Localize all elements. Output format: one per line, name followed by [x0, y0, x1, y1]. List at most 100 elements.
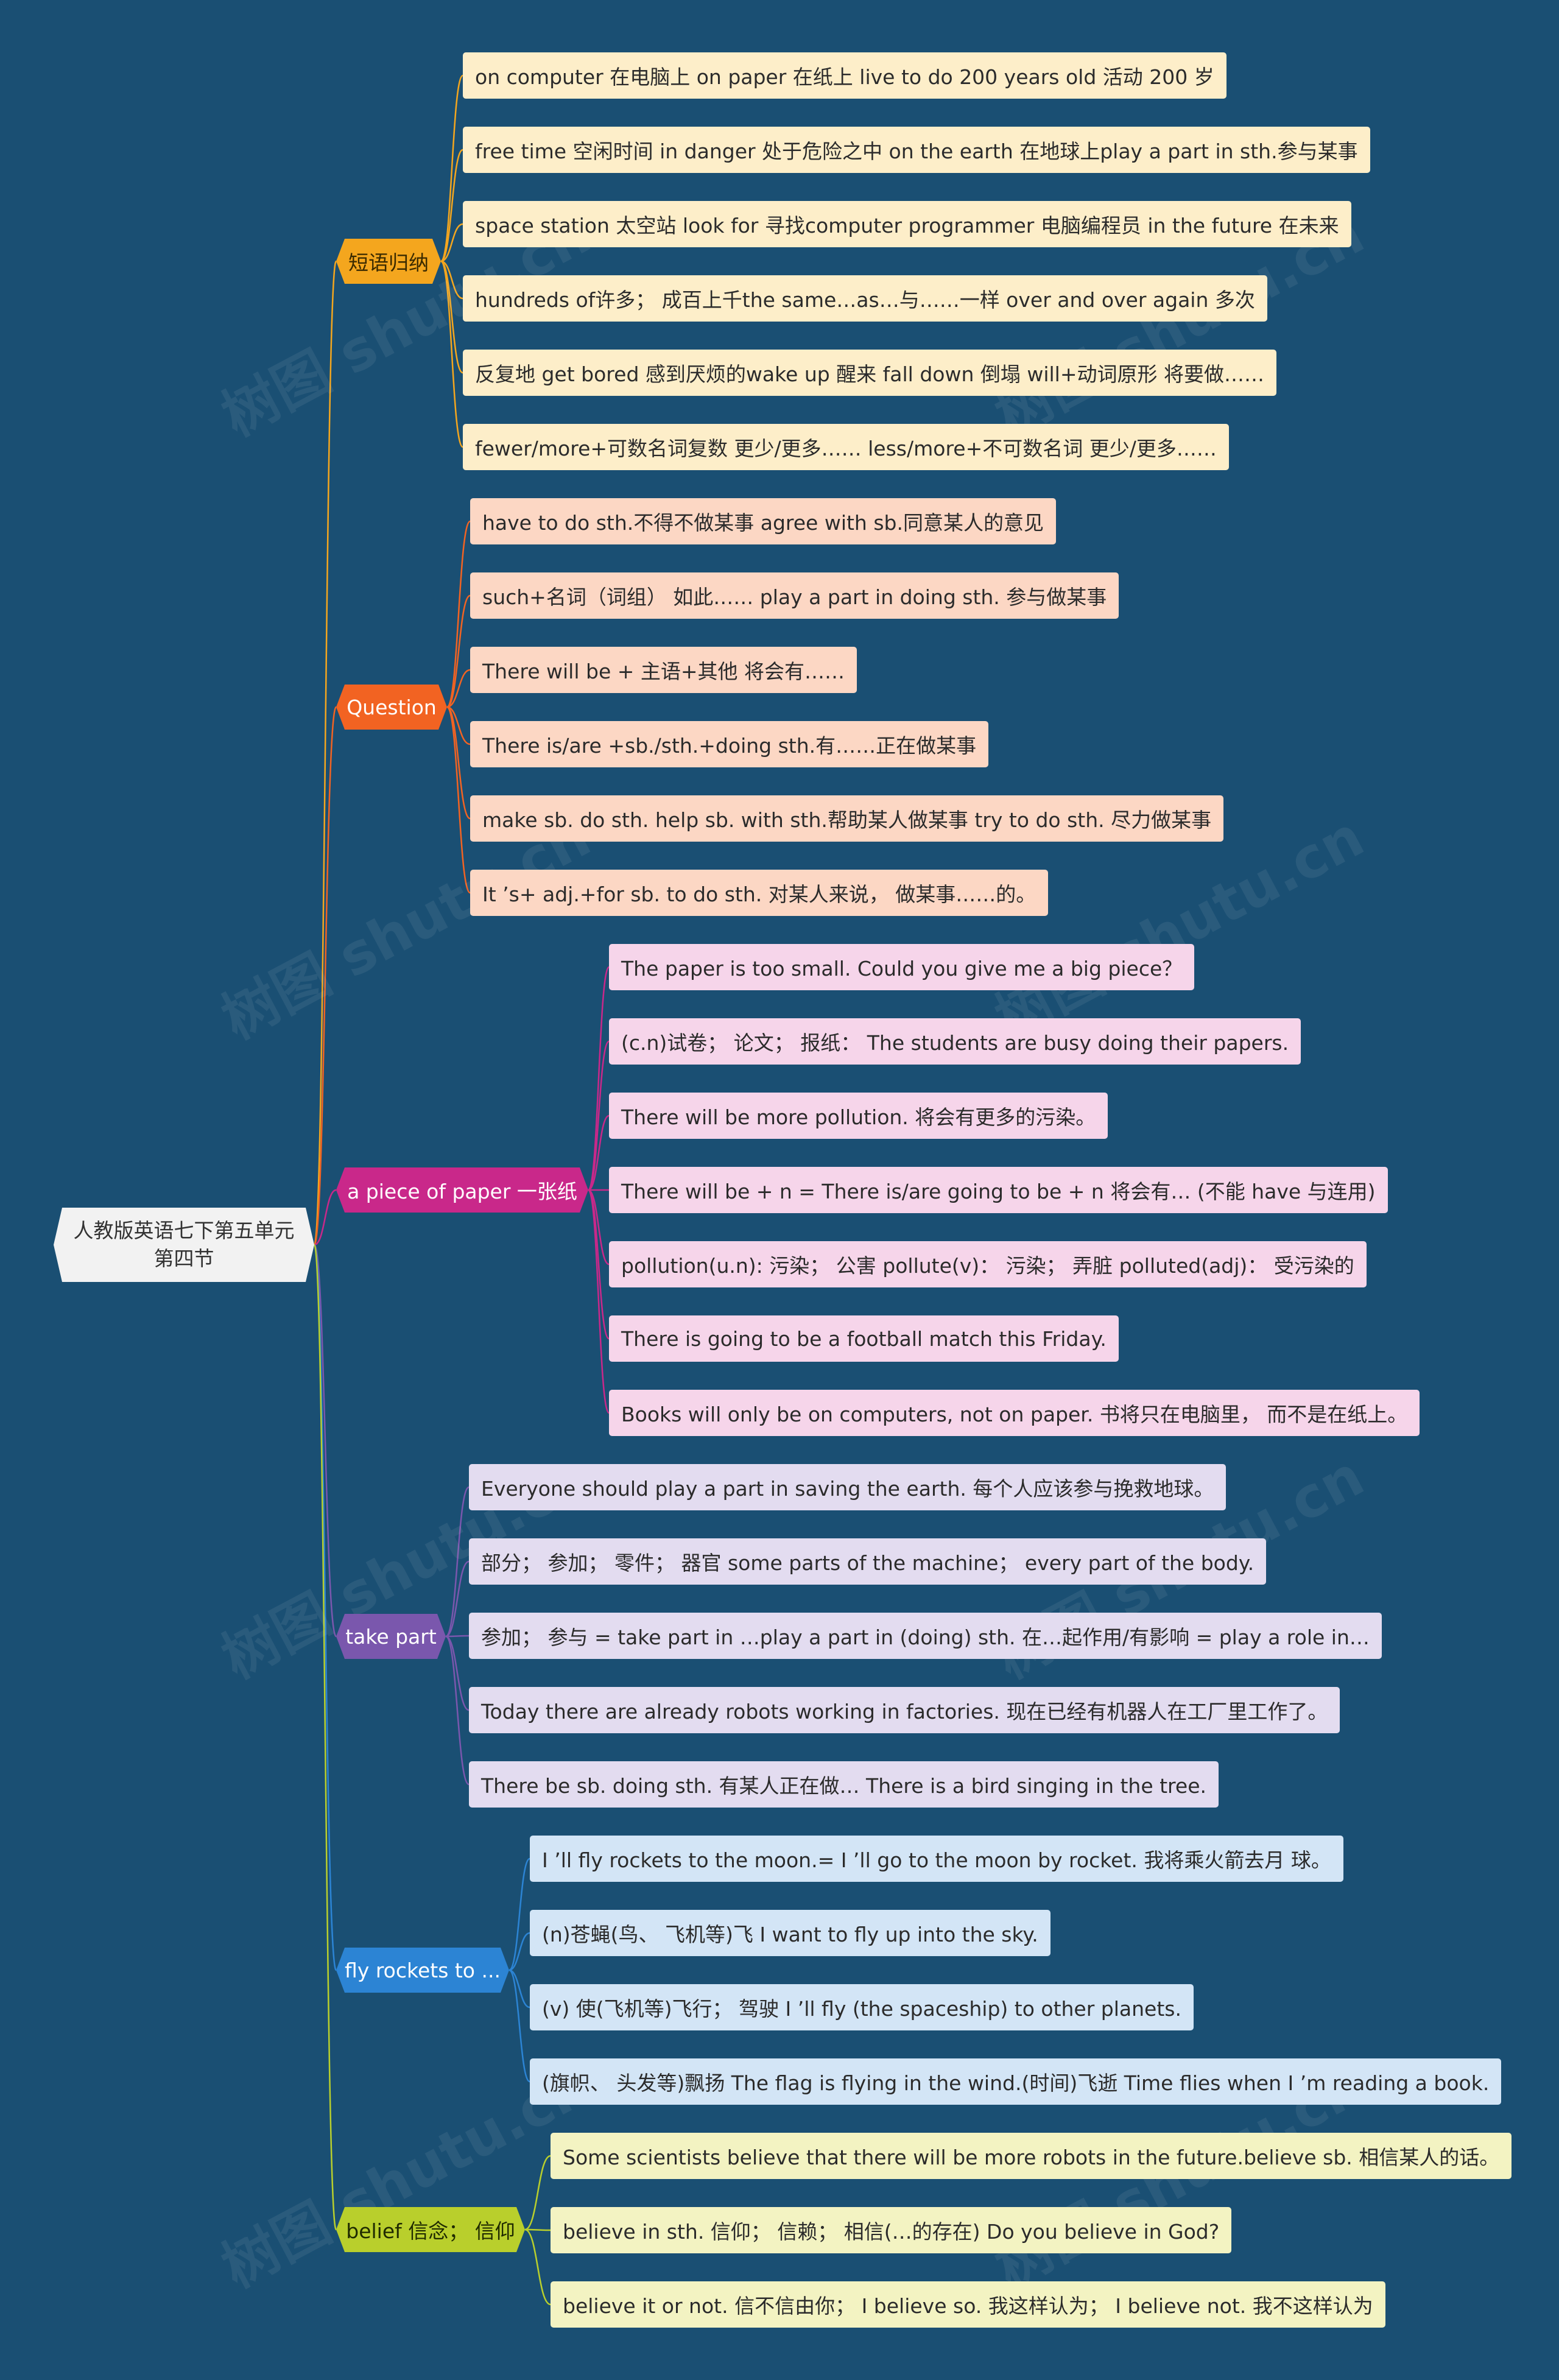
leaf-text: such+名词（词组） 如此…… play a part in doing st… — [482, 585, 1107, 609]
branch-leaf-link — [440, 149, 463, 262]
leaf-phrase-4[interactable]: hundreds of许多； 成百上千the same…as…与……一样 ove… — [463, 275, 1267, 322]
leaf-text: 参加； 参与 = take part in …play a part in (d… — [481, 1625, 1370, 1649]
branch-leaf-link — [440, 260, 464, 448]
branch-piece-of-paper[interactable]: a piece of paper 一张纸 — [336, 1167, 588, 1213]
leaf-paper-6[interactable]: There is going to be a football match th… — [609, 1315, 1119, 1362]
branch-leaf-link — [587, 966, 610, 1191]
leaf-text: There will be + 主语+其他 将会有…… — [482, 660, 845, 683]
leaf-belief-2[interactable]: believe in sth. 信仰； 信赖； 相信(…的存在) Do you … — [551, 2207, 1232, 2253]
root-topic[interactable]: 人教版英语七下第五单元第四节 — [54, 1208, 314, 1282]
root-branch-link — [314, 1189, 337, 1246]
leaf-text: (c.n)试卷； 论文； 报纸： The students are busy d… — [621, 1031, 1289, 1055]
leaf-fly-2[interactable]: (n)苍蝇(鸟、 飞机等)飞 I want to fly up into the… — [530, 1910, 1050, 1956]
leaf-paper-3[interactable]: There will be more pollution. 将会有更多的污染。 — [609, 1093, 1108, 1139]
branch-leaf-link — [445, 1486, 470, 1638]
leaf-question-2[interactable]: such+名词（词组） 如此…… play a part in doing st… — [470, 572, 1119, 619]
branch-leaf-link — [446, 706, 471, 820]
branch-leaf-link — [509, 1857, 530, 1971]
branch-leaf-link — [588, 1114, 610, 1191]
branch-belief[interactable]: belief 信念； 信仰 — [336, 2207, 525, 2252]
leaf-takepart-3[interactable]: 参加； 参与 = take part in …play a part in (d… — [469, 1613, 1382, 1659]
leaf-phrase-1[interactable]: on computer 在电脑上 on paper 在纸上 live to do… — [463, 52, 1226, 99]
leaf-takepart-5[interactable]: There be sb. doing sth. 有某人正在做… There is… — [469, 1761, 1219, 1808]
leaf-text: pollution(u.n): 污染； 公害 pollute(v)： 污染； 弄… — [621, 1254, 1354, 1278]
branch-label: take part — [345, 1624, 437, 1649]
leaf-fly-1[interactable]: I ’ll fly rockets to the moon.= I ’ll go… — [530, 1836, 1343, 1882]
leaf-text: (n)苍蝇(鸟、 飞机等)飞 I want to fly up into the… — [542, 1923, 1038, 1946]
branch-label: 短语归纳 — [348, 251, 429, 275]
root-branch-link — [313, 1244, 337, 2231]
leaf-text: fewer/more+可数名词复数 更少/更多…… less/more+不可数名… — [475, 437, 1217, 460]
leaf-text: There is going to be a football match th… — [621, 1326, 1107, 1351]
leaf-text: Today there are already robots working i… — [481, 1700, 1328, 1723]
leaf-text: on computer 在电脑上 on paper 在纸上 live to do… — [475, 65, 1214, 89]
leaf-fly-4[interactable]: (旗帜、 头发等)飘扬 The flag is flying in the wi… — [530, 2058, 1502, 2105]
leaf-phrase-6[interactable]: fewer/more+可数名词复数 更少/更多…… less/more+不可数名… — [463, 424, 1229, 470]
leaf-question-6[interactable]: It ’s+ adj.+for sb. to do sth. 对某人来说， 做某… — [470, 870, 1049, 916]
leaf-paper-2[interactable]: (c.n)试卷； 论文； 报纸： The students are busy d… — [609, 1018, 1301, 1065]
branch-leaf-link — [446, 669, 471, 708]
leaf-fly-3[interactable]: (v) 使(飞机等)飞行； 驾驶 I ’ll fly (the spaceshi… — [530, 1984, 1194, 2030]
leaf-text: Everyone should play a part in saving th… — [481, 1477, 1214, 1501]
leaf-takepart-2[interactable]: 部分； 参加； 零件； 器官 some parts of the machine… — [469, 1538, 1267, 1585]
leaf-paper-1[interactable]: The paper is too small. Could you give m… — [609, 944, 1195, 990]
branch-leaf-link — [509, 1969, 530, 2009]
leaf-question-4[interactable]: There is/are +sb./sth.+doing sth.有……正在做某… — [470, 721, 989, 767]
leaf-question-1[interactable]: have to do sth.不得不做某事 agree with sb.同意某人… — [470, 498, 1056, 544]
leaf-text: have to do sth.不得不做某事 agree with sb.同意某人… — [482, 511, 1044, 535]
branch-label: belief 信念； 信仰 — [346, 2219, 515, 2243]
branch-label: Question — [347, 695, 437, 719]
branch-fly-rockets[interactable]: fly rockets to ... — [336, 1948, 509, 1993]
leaf-takepart-4[interactable]: Today there are already robots working i… — [469, 1687, 1340, 1733]
branch-leaf-link — [509, 1969, 530, 2083]
leaf-text: There be sb. doing sth. 有某人正在做… There is… — [481, 1774, 1206, 1798]
branch-leaf-link — [524, 2155, 551, 2231]
leaf-phrase-3[interactable]: space station 太空站 look for 寻找computer pr… — [463, 201, 1351, 247]
leaf-text: 反复地 get bored 感到厌烦的wake up 醒来 fall down … — [475, 362, 1264, 386]
leaf-question-5[interactable]: make sb. do sth. help sb. with sth.帮助某人做… — [470, 795, 1224, 842]
branch-question[interactable]: Question — [336, 685, 447, 730]
leaf-paper-5[interactable]: pollution(u.n): 污染； 公害 pollute(v)： 污染； 弄… — [609, 1241, 1367, 1287]
leaf-question-3[interactable]: There will be + 主语+其他 将会有…… — [470, 647, 857, 693]
branch-leaf-link — [588, 1189, 610, 1266]
leaf-text: I ’ll fly rockets to the moon.= I ’ll go… — [542, 1848, 1331, 1872]
root-branch-link — [313, 1244, 337, 1638]
leaf-text: believe in sth. 信仰； 信赖； 相信(…的存在) Do you … — [563, 2220, 1220, 2244]
leaf-text: believe it or not. 信不信由你； I believe so. … — [563, 2294, 1373, 2318]
branch-leaf-link — [440, 260, 463, 300]
branch-take-part[interactable]: take part — [336, 1614, 446, 1659]
branch-leaf-link — [445, 1635, 470, 1786]
leaf-text: (旗帜、 头发等)飘扬 The flag is flying in the wi… — [542, 2071, 1490, 2095]
branch-leaf-link — [446, 706, 471, 745]
leaf-text: 部分； 参加； 零件； 器官 some parts of the machine… — [481, 1551, 1255, 1575]
leaf-takepart-1[interactable]: Everyone should play a part in saving th… — [469, 1464, 1226, 1510]
branch-leaf-link — [524, 2228, 551, 2306]
leaf-text: hundreds of许多； 成百上千the same…as…与……一样 ove… — [475, 288, 1255, 312]
leaf-text: There is/are +sb./sth.+doing sth.有……正在做某… — [482, 734, 977, 758]
root-branch-link — [313, 260, 337, 1246]
leaf-paper-4[interactable]: There will be + n = There is/are going t… — [609, 1167, 1388, 1213]
leaf-text: There will be + n = There is/are going t… — [621, 1180, 1376, 1203]
branch-leaf-link — [587, 1040, 610, 1191]
branch-phrase-summary[interactable]: 短语归纳 — [336, 239, 441, 284]
leaf-belief-3[interactable]: believe it or not. 信不信由你； I believe so. … — [551, 2281, 1385, 2328]
leaf-phrase-2[interactable]: free time 空闲时间 in danger 处于危险之中 on the e… — [463, 127, 1370, 173]
leaf-text: The paper is too small. Could you give m… — [621, 957, 1183, 981]
leaf-text: Some scientists believe that there will … — [563, 2146, 1500, 2169]
leaf-text: free time 空闲时间 in danger 处于危险之中 on the e… — [475, 139, 1358, 163]
leaf-text: There will be more pollution. 将会有更多的污染。 — [621, 1105, 1096, 1129]
branch-leaf-link — [440, 223, 463, 262]
branch-leaf-link — [587, 1189, 610, 1414]
leaf-belief-1[interactable]: Some scientists believe that there will … — [551, 2133, 1512, 2179]
root-branch-link — [313, 706, 337, 1246]
leaf-text: (v) 使(飞机等)飞行； 驾驶 I ’ll fly (the spaceshi… — [542, 1997, 1181, 2021]
leaf-text: It ’s+ adj.+for sb. to do sth. 对某人来说， 做某… — [482, 882, 1036, 906]
branch-leaf-link — [440, 260, 463, 374]
leaf-paper-7[interactable]: Books will only be on computers, not on … — [609, 1390, 1420, 1436]
branch-label: fly rockets to ... — [345, 1958, 501, 1982]
root-topic-label: 人教版英语七下第五单元第四节 — [73, 1219, 295, 1270]
branch-leaf-link — [445, 1560, 470, 1638]
leaf-phrase-5[interactable]: 反复地 get bored 感到厌烦的wake up 醒来 fall down … — [463, 350, 1276, 396]
